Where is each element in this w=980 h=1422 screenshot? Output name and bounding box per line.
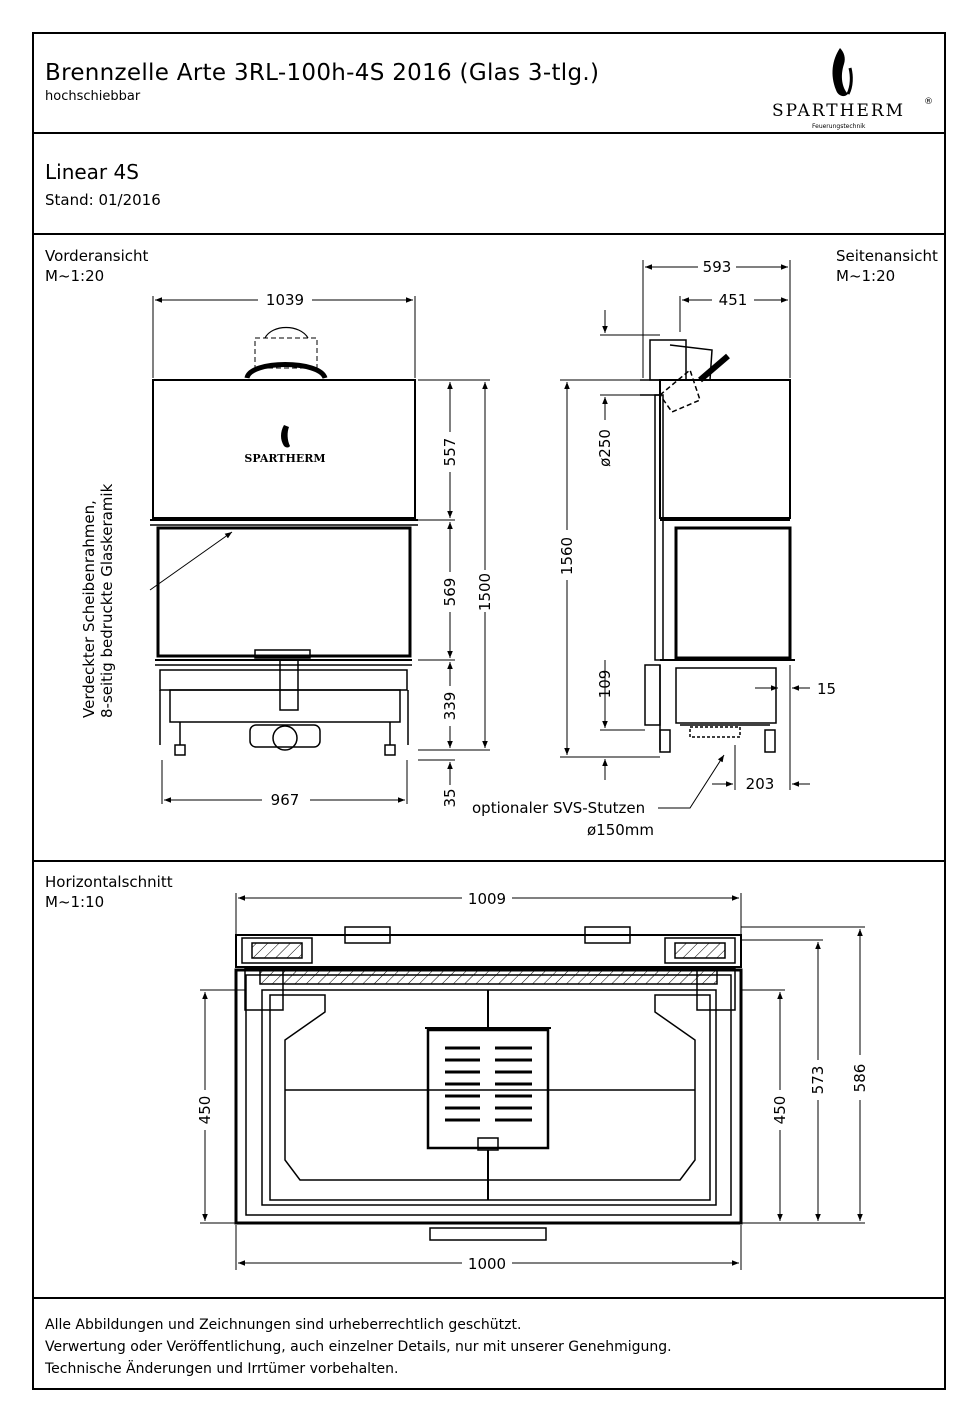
dim-hor-depth-total: 586 [851, 1064, 869, 1093]
firebox-outline [234, 968, 743, 1225]
horizontal-section-scale: M~1:10 [45, 893, 105, 911]
footer-line-3: Technische Änderungen und Irrtümer vorbe… [45, 1361, 399, 1377]
glass-note-line1: Verdeckter Scheibenrahmen, [80, 500, 98, 718]
front-view-title: Vorderansicht [45, 247, 149, 265]
hatched-rear-wall [259, 967, 718, 985]
side-view-label: Seitenansicht M~1:20 [836, 246, 938, 286]
logo-tagline: Feuerungstechnik [812, 123, 866, 130]
dim-hor-depth-left: 450 [196, 1096, 214, 1125]
dim-side-flue-diameter: ø250 [596, 429, 614, 467]
dim-side-offset: 15 [817, 680, 836, 698]
svs-note-line2: ø150mm [587, 821, 654, 839]
grate [426, 1028, 550, 1150]
side-view [640, 339, 795, 753]
copyright-footer: Alle Abbildungen und Zeichnungen sind ur… [45, 1314, 672, 1380]
side-view-scale: M~1:20 [836, 267, 896, 285]
front-dimension-lines [149, 296, 490, 804]
divider-header [32, 132, 946, 134]
side-hood [659, 379, 791, 519]
front-view-scale: M~1:20 [45, 267, 105, 285]
grate-bars [445, 1046, 532, 1122]
revision-date: Stand: 01/2016 [45, 191, 161, 209]
dim-side-depth-flue: 451 [719, 291, 748, 309]
drawing-title: Brennzelle Arte 3RL-100h-4S 2016 (Glas 3… [45, 60, 600, 86]
dim-hor-depth-mid: 573 [809, 1066, 827, 1095]
door-logo-text: SPARTHERM [244, 452, 325, 465]
footer-line-1: Alle Abbildungen und Zeichnungen sind ur… [45, 1317, 522, 1333]
horizontal-section-title: Horizontalschnitt [45, 873, 173, 891]
side-glass [674, 526, 792, 660]
horizontal-dimension-lines [200, 893, 865, 1270]
dim-front-glass: 569 [441, 578, 459, 607]
spartherm-logo: SPARTHERM ® Feuerungstechnik [772, 48, 933, 130]
logo-registered: ® [924, 97, 933, 107]
front-glass [156, 526, 412, 658]
dim-hor-depth-inner: 450 [771, 1096, 789, 1125]
front-view-label: Vorderansicht M~1:20 [45, 246, 148, 286]
front-door-logo: SPARTHERM [244, 425, 326, 465]
dim-side-svs-offset: 203 [746, 775, 775, 793]
glass-note-line2: 8-seitig bedruckte Glaskeramik [98, 483, 116, 718]
dim-front-total: 1500 [476, 573, 494, 611]
dim-front-feet: 35 [441, 788, 459, 807]
front-view [150, 326, 418, 756]
dim-side-low: 109 [596, 670, 614, 699]
dim-front-base: 339 [441, 692, 459, 721]
footer-line-2: Verwertung oder Veröffentlichung, auch e… [45, 1339, 672, 1355]
drawing-subtitle: hochschiebbar [45, 89, 141, 104]
dim-side-total: 1560 [558, 537, 576, 575]
front-hood [152, 379, 416, 519]
divider-info [32, 233, 946, 235]
side-dimension-lines [560, 260, 810, 809]
dim-side-depth-total: 593 [703, 258, 732, 276]
divider-views [32, 860, 946, 862]
dim-hor-width-top: 1009 [468, 890, 506, 908]
dim-front-width-bottom: 967 [271, 791, 300, 809]
door-flame-icon [281, 425, 290, 448]
dim-front-upper: 557 [441, 438, 459, 467]
divider-footer [32, 1297, 946, 1299]
dim-hor-width-bottom: 1000 [468, 1255, 506, 1273]
horizontal-section [234, 926, 743, 1241]
side-view-title: Seitenansicht [836, 247, 938, 265]
logo-wordmark: SPARTHERM [772, 101, 905, 121]
horizontal-section-label: Horizontalschnitt M~1:10 [45, 872, 173, 912]
dim-front-width-top: 1039 [266, 291, 304, 309]
front-handle [244, 362, 328, 380]
flame-icon [832, 48, 853, 97]
sheet-frame [32, 32, 946, 1390]
svs-note-line1: optionaler SVS-Stutzen [472, 799, 645, 817]
product-line: Linear 4S [45, 160, 139, 184]
